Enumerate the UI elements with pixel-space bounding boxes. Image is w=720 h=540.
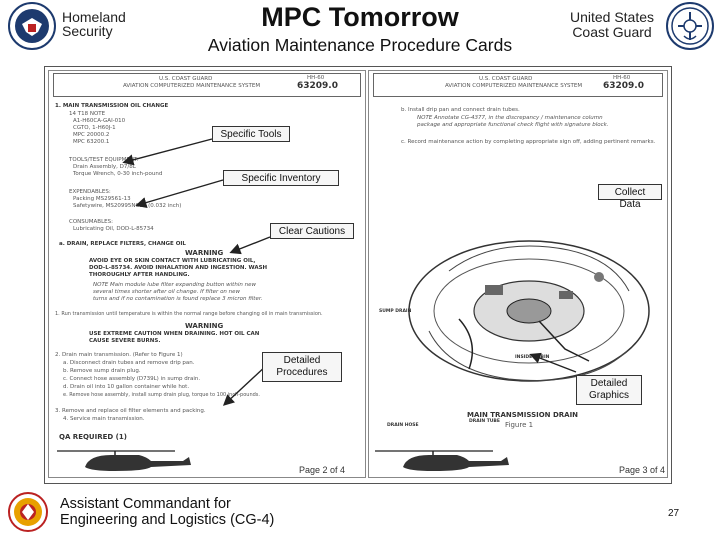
page-title: MPC Tomorrow [261,2,459,32]
tools-label: TOOLS/TEST EQUIPMENT: [69,157,139,163]
warning-text: USE EXTREME CAUTION WHEN DRAINING. HOT O… [89,331,260,337]
tool-item: Drain Assembly, D7/8L [73,164,136,170]
sub-step: b. Remove sump drain plug. [63,368,141,374]
warning-heading: WARNING [185,322,224,330]
helicopter-silhouette-icon [373,447,513,473]
warning-text: AVOID EYE OR SKIN CONTACT WITH LUBRICATI… [89,258,256,264]
figure-label: SUMP DRAIN [379,309,412,314]
figure-label: DRAIN TUBE [469,419,500,424]
helicopter-silhouette-icon [55,447,195,473]
homeland-security-label: Homeland Security [62,9,126,39]
sub-step: d. Drain oil into 10 gallon container wh… [63,384,190,390]
callout-detailed-procedures: Detailed Procedures [262,352,342,382]
step-text: 4. Service main transmission. [63,416,145,422]
ref-line: MPC 20000.2 [73,132,110,138]
sub-step: c. Connect hose assembly (D739L) in sump… [63,376,201,382]
coast-guard-label: United States Coast Guard [569,9,655,40]
expendable-item: Packing MS29561-13 [73,196,131,202]
figure-label: DRAIN HOSE [387,423,419,428]
consumable-item: Lubricating Oil, DOD-L-85734 [73,226,154,232]
note-text: NOTE Annotate CG-4377, in the discrepanc… [417,115,603,121]
sub-step: e. Remove hose assembly, install sump dr… [63,392,260,398]
tool-item: Torque Wrench, 0-30 inch-pound [73,171,163,177]
ref-line: CGTO, 1-H60J-1 [73,125,116,131]
ref-line: A1-H60CA-GAI-010 [73,118,126,124]
note-text: NOTE Main module lube filter expanding b… [93,282,256,288]
consumables-label: CONSUMABLES: [69,219,113,225]
card-header [373,73,663,97]
page-subtitle: Aviation Maintenance Procedure Cards [207,35,513,55]
warning-text: DOD-L-85734. AVOID INHALATION AND INGEST… [89,265,268,271]
card-number: 63209.0 [297,81,338,91]
callout-specific-inventory: Specific Inventory [223,170,339,186]
ref-line: MPC 63200.1 [73,139,110,145]
step-text: 3. Remove and replace oil filter element… [55,408,206,414]
task-title: 1. MAIN TRANSMISSION OIL CHANGE [55,103,169,109]
card-system: AVIATION COMPUTERIZED MAINTENANCE SYSTEM [123,83,261,89]
slide-number: 27 [668,508,680,519]
card-number: 63209.0 [603,81,644,91]
note-text: several times shorter after oil change. … [93,289,241,295]
warning-text: CAUSE SEVERE BURNS. [89,338,161,344]
ref-line: 14 T18 NOTE [69,111,106,117]
coast-guard-seal-icon [666,2,714,50]
card-aircraft: HH-60 [613,75,631,81]
maintenance-card-page-2: U.S. COAST GUARD AVIATION COMPUTERIZED M… [48,70,366,478]
transmission-drain-figure [389,201,659,411]
callout-collect-data: Collect Data [598,184,662,210]
card-system: AVIATION COMPUTERIZED MAINTENANCE SYSTEM [445,83,583,89]
figure-title: MAIN TRANSMISSION DRAIN [467,411,579,419]
footer-organization: Assistant Commandant for Engineering and… [60,496,275,528]
warning-heading: WARNING [185,249,224,257]
step-text: c. Record maintenance action by completi… [401,139,656,145]
dhs-seal-icon [8,2,56,50]
cg4-logo-icon [8,492,48,532]
expendables-label: EXPENDABLES: [69,189,111,195]
page-footer: Page 2 of 4 [299,465,346,475]
callout-clear-cautions: Clear Cautions [270,223,354,239]
card-aircraft: HH-60 [307,75,325,81]
expendable-item: Safetywire, MS20995NC32 (0.032 inch) [73,203,182,209]
card-org: U.S. COAST GUARD [159,76,213,82]
maintenance-card-page-3: U.S. COAST GUARD AVIATION COMPUTERIZED M… [368,70,668,478]
sub-step: a. Disconnect drain tubes and remove dri… [63,360,195,366]
page-footer: Page 3 of 4 [619,465,666,475]
card-header [53,73,361,97]
qa-required: QA REQUIRED (1) [59,433,127,441]
card-org: U.S. COAST GUARD [479,76,533,82]
figure-label: INSIDE CABIN [515,355,550,360]
step-text: 2. Drain main transmission. (Refer to Fi… [55,352,183,358]
step-text: 1. Run transmission until temperature is… [55,311,323,317]
step-text: b. Install drip pan and connect drain tu… [401,107,520,113]
callout-specific-tools: Specific Tools [212,126,290,142]
figure-caption: Figure 1 [505,421,534,429]
callout-detailed-graphics: Detailed Graphics [576,375,642,405]
note-text: turns and if no contamination is found r… [93,296,263,302]
subtask-title: a. DRAIN, REPLACE FILTERS, CHANGE OIL [59,241,186,247]
warning-text: THOROUGHLY AFTER HANDLING. [89,272,190,278]
note-text: package and appropriate functional check… [417,122,609,128]
